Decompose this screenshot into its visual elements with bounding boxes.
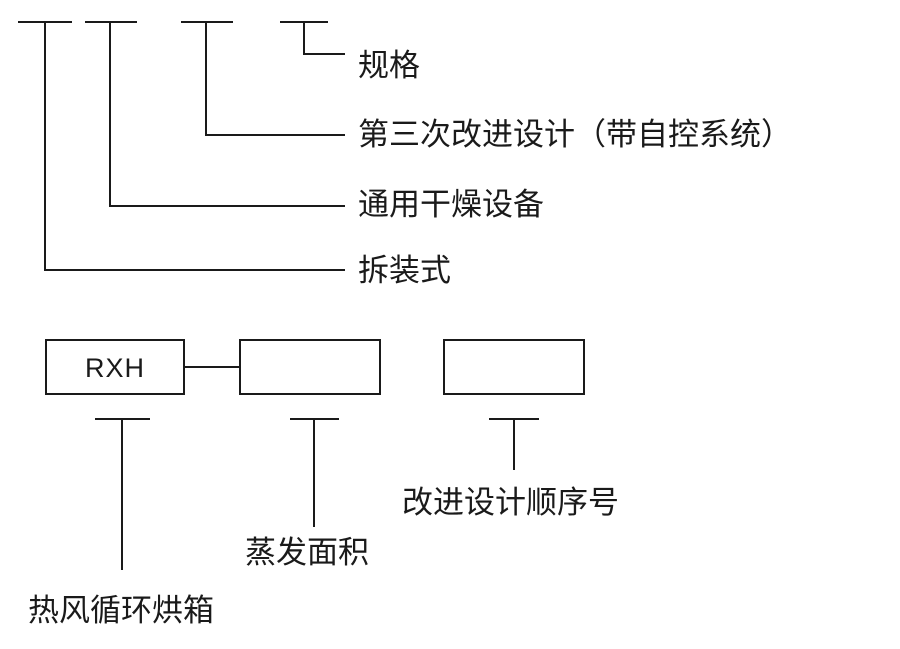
prefix-box [45, 339, 185, 395]
label-spec: 规格 [358, 48, 420, 84]
prefix-code: RXH [85, 353, 145, 383]
label-assembly: 拆装式 [358, 253, 451, 289]
leader-assembly [44, 22, 345, 271]
area-box [239, 339, 381, 395]
label-area: 蒸发面积 [245, 535, 369, 571]
label-equipment: 通用干燥设备 [358, 187, 544, 223]
leader-equipment [109, 22, 345, 207]
leader-design [205, 22, 345, 136]
leader-spec [303, 22, 345, 55]
model-code: RXH 热风循环烘箱 蒸发面积 改进设计顺序号 [28, 339, 619, 629]
label-design: 第三次改进设计（带自控系统） [358, 117, 792, 153]
label-oven: 热风循环烘箱 [28, 593, 214, 629]
label-sequence: 改进设计顺序号 [402, 485, 619, 521]
top-legend: 规格 第三次改进设计（带自控系统） 通用干燥设备 拆装式 [18, 21, 792, 289]
sequence-box [443, 339, 585, 395]
